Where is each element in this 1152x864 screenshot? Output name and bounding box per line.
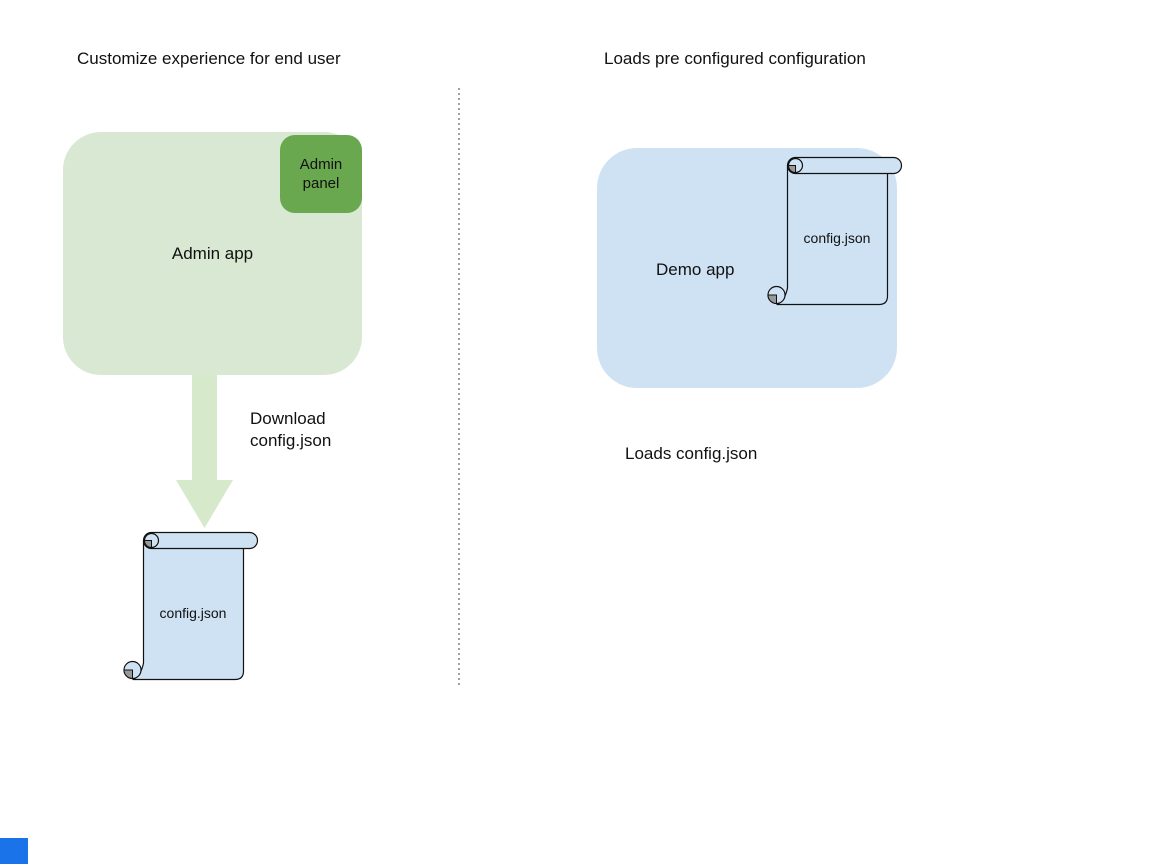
section-divider xyxy=(458,88,460,686)
config-json-scroll-left: config.json xyxy=(123,531,259,681)
left-section-title: Customize experience for end user xyxy=(77,49,341,68)
scroll-body xyxy=(776,164,889,306)
config-json-label-right: config.json xyxy=(804,230,871,246)
demo-app-label: Demo app xyxy=(656,260,735,279)
admin-panel-label: Admin panel xyxy=(299,156,343,192)
scroll-bottom-curl-shade xyxy=(123,669,133,680)
right-section-title: Loads pre configured configuration xyxy=(604,49,866,68)
scroll-top-roll xyxy=(142,531,259,550)
config-json-scroll-right: config.json xyxy=(767,156,903,306)
config-json-label-left: config.json xyxy=(160,605,227,621)
scroll-top-curl-shade xyxy=(143,540,152,549)
scroll-bottom-curl-shade xyxy=(767,294,777,305)
down-arrow-shape xyxy=(176,375,233,528)
scroll-body xyxy=(132,539,245,681)
scroll-top-roll xyxy=(786,156,903,175)
download-arrow-label: Download config.json xyxy=(250,409,332,450)
down-arrow-icon xyxy=(176,375,233,528)
blue-corner-shape xyxy=(0,838,28,864)
loads-config-caption: Loads config.json xyxy=(625,444,758,463)
admin-app-label: Admin app xyxy=(171,243,254,263)
admin-panel-box: Admin panel xyxy=(280,135,362,213)
scroll-top-curl-shade xyxy=(787,165,796,174)
